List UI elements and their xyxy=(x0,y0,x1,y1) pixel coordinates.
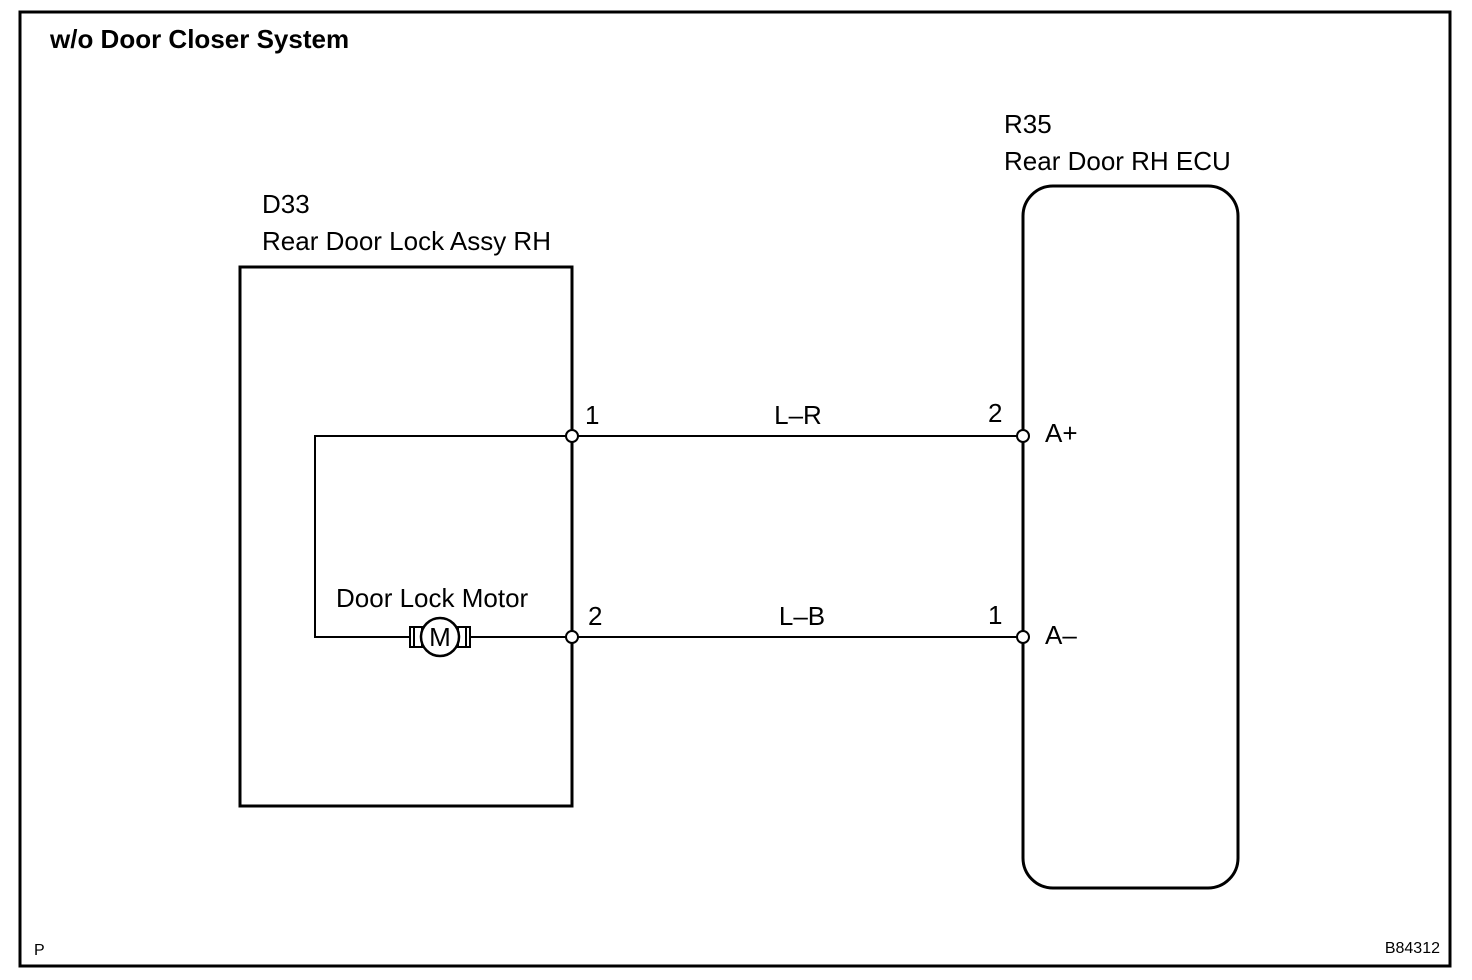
lock-assy-box xyxy=(238,265,574,808)
ecu-pin2-label: 2 xyxy=(988,398,1002,428)
lock-assy-code: D33 xyxy=(262,189,310,219)
diagram-title: w/o Door Closer System xyxy=(49,24,349,54)
ecu-pin1-label: 1 xyxy=(988,600,1002,630)
motor-loop-wire xyxy=(314,435,572,638)
ecu-pin2-terminal xyxy=(1016,429,1030,443)
motor-label: Door Lock Motor xyxy=(336,583,529,613)
ecu-name: Rear Door RH ECU xyxy=(1004,146,1231,176)
footer-left-mark: P xyxy=(34,942,45,959)
motor-icon: M xyxy=(409,616,471,658)
lock-assy-pin1-terminal xyxy=(565,429,579,443)
ecu-pin1-terminal xyxy=(1016,630,1030,644)
figure-code: B84312 xyxy=(1385,940,1440,957)
lock-assy-pin1-label: 1 xyxy=(585,400,599,430)
lock-assy-pin2-label: 2 xyxy=(588,601,602,631)
ecu-terminal-a-minus: A– xyxy=(1045,620,1077,650)
motor-symbol: M xyxy=(429,622,451,652)
diagram-frame xyxy=(18,10,1452,968)
wire-top-color: L–R xyxy=(774,400,822,430)
lock-assy-name: Rear Door Lock Assy RH xyxy=(262,226,551,256)
ecu-terminal-a-plus: A+ xyxy=(1045,418,1078,448)
ecu-code: R35 xyxy=(1004,109,1052,139)
wire-bottom-color: L–B xyxy=(779,601,825,631)
ecu-box xyxy=(1021,184,1240,890)
lock-assy-pin2-terminal xyxy=(565,630,579,644)
